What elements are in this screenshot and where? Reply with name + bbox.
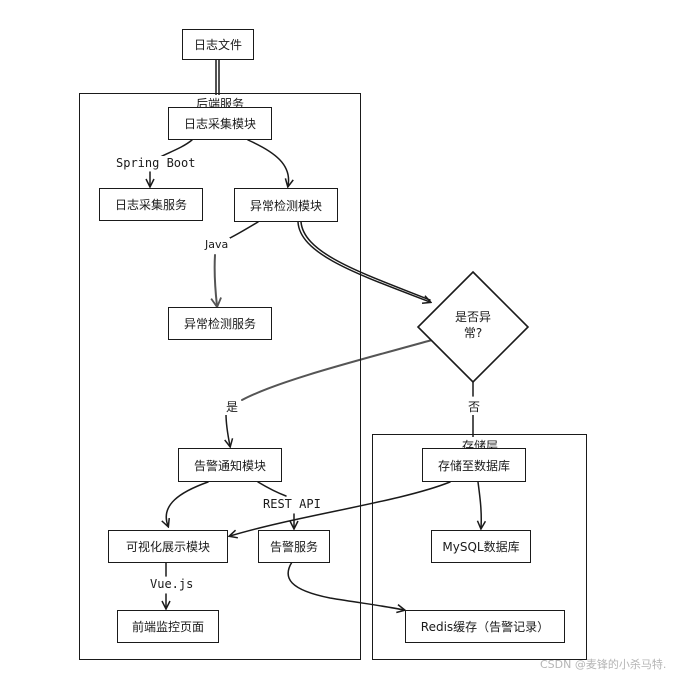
visual-display-module-node: 可视化展示模块 xyxy=(108,530,228,563)
alert-service-node: 告警服务 xyxy=(258,530,330,563)
edge-collect-to-anomaly xyxy=(247,139,289,186)
log-collect-module-node: 日志采集模块 xyxy=(168,107,272,140)
edge-notify-to-visual xyxy=(166,481,209,526)
edge-anomaly-to-decision xyxy=(297,221,430,302)
label-vuejs: Vue.js xyxy=(148,577,196,591)
label-no: 否 xyxy=(466,398,483,415)
decision-diamond xyxy=(416,270,530,384)
label-spring-boot: Spring Boot xyxy=(114,156,198,170)
edge-alert-to-redis xyxy=(287,561,404,610)
storage-layer-group xyxy=(372,434,587,660)
frontend-monitor-page-node: 前端监控页面 xyxy=(117,610,219,643)
mysql-db-node: MySQL数据库 xyxy=(431,530,531,563)
alert-notify-module-node: 告警通知模块 xyxy=(178,448,282,482)
edge-store-to-mysql xyxy=(478,481,481,528)
watermark: CSDN @麦锋的小杀马特. xyxy=(540,658,667,671)
edge-store-to-visual xyxy=(230,481,451,536)
decision-label-line1: 是否异 xyxy=(454,310,491,324)
store-to-db-node: 存储至数据库 xyxy=(422,448,526,482)
anomaly-detect-service-node: 异常检测服务 xyxy=(168,307,272,340)
edge-notify-to-alert xyxy=(257,481,287,497)
log-collect-service-node: 日志采集服务 xyxy=(99,188,203,221)
backend-service-group xyxy=(79,93,361,660)
edge-anomaly-to-service xyxy=(229,221,259,239)
label-yes: 是 xyxy=(224,398,241,415)
decision-label: 是否异 常? xyxy=(443,309,503,341)
redis-cache-node: Redis缓存（告警记录） xyxy=(405,610,565,643)
decision-label-line2: 常? xyxy=(463,326,483,340)
log-file-node: 日志文件 xyxy=(182,29,254,60)
anomaly-detect-module-node: 异常检测模块 xyxy=(234,188,338,222)
label-rest-api: REST API xyxy=(261,497,323,511)
edge-decision-yes xyxy=(241,339,433,401)
label-java: Java xyxy=(203,238,231,251)
